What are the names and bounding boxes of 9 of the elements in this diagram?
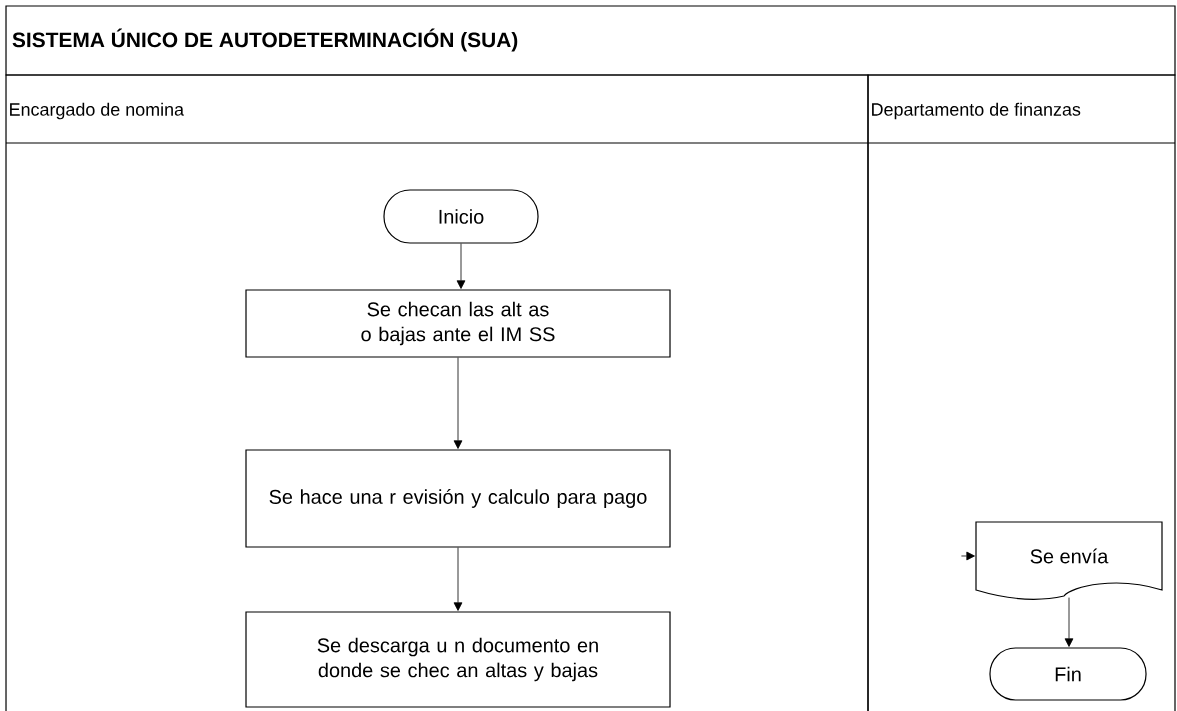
arrow [453,357,463,449]
process-box: Se descarga u n documento en donde se chec an altas y bajas [245,611,671,708]
arrow [456,243,466,289]
arrow [453,547,463,611]
arrow [1064,597,1074,647]
process-box: Se hace una r evisión y calculo para pago [245,449,671,548]
process-box: Se checan las alt as o bajas ante el IM SS [245,289,671,358]
title-bar: SISTEMA ÚNICO DE AUTODETERMINACIÓN (SUA) [5,5,1176,76]
arrow [961,551,975,561]
